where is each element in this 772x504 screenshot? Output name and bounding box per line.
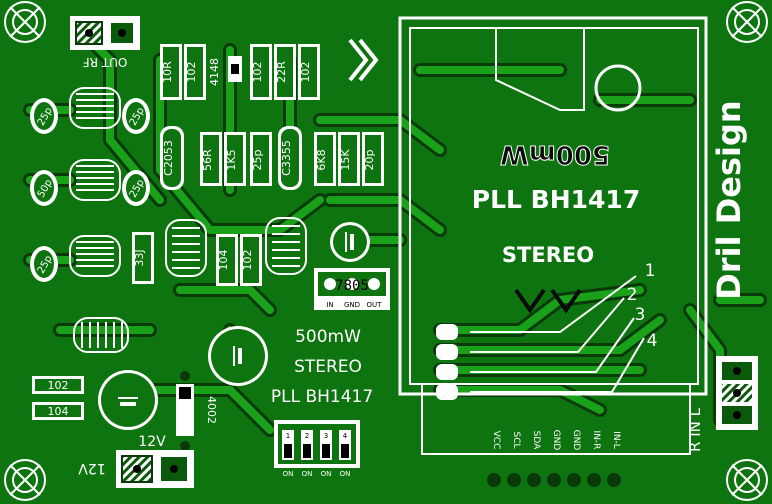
transistor-c2053: C2053 bbox=[160, 126, 184, 190]
label-12v-mirror: 12V bbox=[78, 460, 106, 476]
side-chip-label: PLL BH1417 bbox=[271, 387, 373, 407]
audio-input-connector bbox=[716, 356, 758, 430]
dip-number-1: 1 bbox=[286, 432, 290, 440]
diode-4002 bbox=[176, 371, 194, 451]
dip-switch bbox=[274, 420, 360, 468]
label-1k5: 1K5 bbox=[225, 149, 238, 170]
power-connector bbox=[116, 450, 194, 488]
resistor-22r: 22R bbox=[274, 44, 296, 100]
side-power-label: 500mW bbox=[295, 327, 361, 347]
module-power-mirror-label: 500mW bbox=[500, 139, 610, 169]
capacitor-104: 104 bbox=[216, 234, 238, 286]
lead-number-4: 4 bbox=[647, 331, 658, 351]
pin-scl: SCL bbox=[511, 431, 521, 448]
pin-in-l: IN-L bbox=[611, 431, 621, 449]
label-4148: 4148 bbox=[208, 58, 221, 86]
lead-number-2: 2 bbox=[627, 285, 638, 305]
pin-vcc: VCC bbox=[491, 431, 501, 450]
label-56r: 56R bbox=[201, 149, 214, 171]
dip-on-2: ON bbox=[302, 470, 313, 478]
label-102d: 102 bbox=[241, 250, 254, 271]
label-102a: 102 bbox=[185, 62, 198, 83]
pin-in-r: IN-R bbox=[591, 431, 601, 450]
pin-pads bbox=[487, 473, 621, 487]
brand-label: Dril Design bbox=[710, 100, 748, 299]
capacitor-33j: 33J bbox=[132, 232, 154, 284]
module-pin-area bbox=[421, 383, 691, 455]
label-c3355: C3355 bbox=[280, 140, 293, 176]
resistor-6k8: 6K8 bbox=[314, 132, 336, 186]
mounting-hole-icon bbox=[726, 459, 768, 501]
brand-logo-icon bbox=[348, 38, 379, 82]
pin-gnd-1: GND bbox=[551, 430, 561, 451]
label-10r: 10R bbox=[161, 61, 174, 83]
regulator-7805 bbox=[314, 268, 390, 310]
diode-4148: 4148 bbox=[208, 56, 242, 86]
rf-coils bbox=[69, 87, 307, 353]
electrolytic-capacitor bbox=[330, 222, 370, 262]
out-rf-connector bbox=[70, 16, 140, 50]
dip-on-4: ON bbox=[340, 470, 351, 478]
label-12v: 12V bbox=[138, 434, 166, 450]
resistor-10r: 10R bbox=[160, 44, 182, 100]
resistor-102c: 102 bbox=[298, 44, 320, 100]
dip-on-3: ON bbox=[321, 470, 332, 478]
brand-logo-icon bbox=[514, 288, 582, 314]
label-7805: 7805 bbox=[335, 278, 369, 294]
pin-gnd-2: GND bbox=[571, 430, 581, 451]
trimmer-capacitors bbox=[30, 98, 150, 282]
label-4002: 4002 bbox=[205, 396, 218, 424]
side-mode-label: STEREO bbox=[294, 357, 362, 377]
label-reg-gnd: GND bbox=[344, 301, 360, 309]
audio-in-label: R IN L bbox=[686, 407, 704, 452]
module-mode-label: STEREO bbox=[502, 243, 594, 267]
capacitor-20p: 20p bbox=[362, 132, 384, 186]
label-104: 104 bbox=[217, 250, 230, 271]
resistor-102b: 102 bbox=[250, 44, 272, 100]
capacitor-102d: 102 bbox=[240, 234, 262, 286]
resistor-1k5: 1K5 bbox=[224, 132, 246, 186]
electrolytic-capacitor bbox=[208, 326, 268, 386]
label-6k8: 6K8 bbox=[315, 149, 328, 170]
dip-on-1: ON bbox=[283, 470, 294, 478]
label-20p: 20p bbox=[363, 149, 376, 170]
label-104f: 104 bbox=[48, 405, 69, 418]
label-25p: 25p bbox=[251, 149, 264, 170]
lead-number-3: 3 bbox=[635, 305, 646, 325]
resistor-102a: 102 bbox=[184, 44, 206, 100]
label-102c: 102 bbox=[299, 62, 312, 83]
dip-number-2: 2 bbox=[305, 432, 309, 440]
label-102b: 102 bbox=[251, 62, 264, 83]
transistor-c3355: C3355 bbox=[278, 126, 302, 190]
mounting-hole-icon bbox=[726, 1, 768, 43]
pin-sda: SDA bbox=[531, 431, 541, 450]
label-reg-in: IN bbox=[326, 301, 333, 309]
module-leads bbox=[470, 275, 645, 393]
resistor-56r: 56R bbox=[200, 132, 222, 186]
lead-number-1: 1 bbox=[645, 261, 656, 281]
mounting-hole-icon bbox=[4, 459, 46, 501]
resistor-15k: 15K bbox=[338, 132, 360, 186]
module-chip-label: PLL BH1417 bbox=[472, 185, 640, 214]
dip-number-3: 3 bbox=[324, 432, 328, 440]
capacitor-25p: 25p bbox=[250, 132, 272, 186]
label-22r: 22R bbox=[275, 61, 288, 83]
module-pads bbox=[436, 324, 458, 400]
mounting-hole-icon bbox=[4, 1, 46, 43]
label-102e: 102 bbox=[48, 379, 69, 392]
resistor-104f: 104 bbox=[32, 402, 84, 420]
label-33j: 33J bbox=[133, 249, 146, 266]
dip-number-4: 4 bbox=[343, 432, 348, 440]
label-15k: 15K bbox=[339, 149, 352, 171]
label-c2053: C2053 bbox=[162, 140, 175, 176]
electrolytic-capacitor bbox=[98, 370, 158, 430]
resistor-102e: 102 bbox=[32, 376, 84, 394]
out-rf-label: OUT RF bbox=[83, 55, 128, 69]
label-reg-out: OUT bbox=[367, 301, 383, 309]
